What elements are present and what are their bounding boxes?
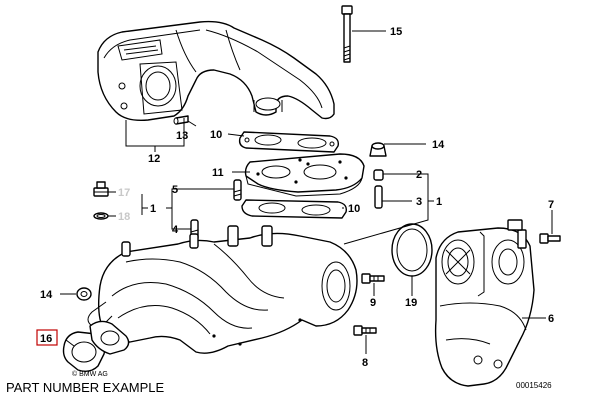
sleeve-upper[interactable] bbox=[373, 169, 384, 181]
stud-5[interactable] bbox=[233, 179, 242, 201]
screw-9[interactable] bbox=[361, 273, 385, 284]
footer-title: PART NUMBER EXAMPLE bbox=[6, 380, 165, 395]
callout-6: 6 bbox=[548, 313, 554, 325]
callout-1-left: 1 bbox=[150, 203, 156, 215]
callout-15: 15 bbox=[390, 26, 402, 38]
dowel-pin[interactable] bbox=[173, 115, 189, 125]
callout-17: 17 bbox=[118, 187, 130, 199]
callout-12: 12 bbox=[148, 153, 160, 165]
leader-lines bbox=[60, 30, 553, 354]
callout-9: 9 bbox=[370, 297, 376, 309]
grommet-lower[interactable] bbox=[76, 287, 92, 301]
copyright-mark: © BMW AG bbox=[72, 370, 108, 378]
lower-intake-manifold[interactable] bbox=[87, 225, 358, 354]
callout-4: 4 bbox=[172, 224, 179, 236]
callout-16: 16 bbox=[40, 333, 52, 345]
sealing-ring[interactable] bbox=[93, 212, 109, 220]
upper-gasket[interactable] bbox=[238, 131, 340, 153]
union-fitting[interactable] bbox=[93, 181, 109, 197]
screw-8[interactable] bbox=[353, 325, 377, 336]
manifold-gasket[interactable] bbox=[62, 320, 130, 373]
rubber-grommet[interactable] bbox=[369, 142, 387, 157]
callout-5: 5 bbox=[172, 184, 178, 196]
bolt-7[interactable] bbox=[539, 233, 561, 244]
callout-14-upper: 14 bbox=[432, 139, 445, 151]
callout-13: 13 bbox=[176, 130, 188, 142]
callout-10-upper: 10 bbox=[210, 129, 222, 141]
callout-2: 2 bbox=[416, 169, 422, 181]
long-bolt[interactable] bbox=[341, 5, 353, 63]
callout-18: 18 bbox=[118, 211, 130, 223]
callout-3: 3 bbox=[416, 196, 422, 208]
callouts: 15 13 12 10 14 11 2 3 1 5 1 4 10 17 18 7… bbox=[36, 26, 554, 369]
diagram-code: 00015426 bbox=[516, 381, 552, 390]
callout-19: 19 bbox=[405, 297, 417, 309]
callout-16-box bbox=[36, 329, 58, 346]
callout-7: 7 bbox=[548, 199, 554, 211]
callout-10-lower: 10 bbox=[348, 203, 360, 215]
upper-intake-manifold[interactable] bbox=[97, 20, 335, 122]
stud-pin[interactable] bbox=[374, 185, 383, 209]
o-ring[interactable] bbox=[391, 223, 433, 277]
callout-14-lower: 14 bbox=[40, 289, 53, 301]
adapter-plate[interactable] bbox=[244, 153, 365, 197]
callout-1-right: 1 bbox=[436, 196, 442, 208]
throttle-housing[interactable] bbox=[434, 219, 535, 387]
callout-11: 11 bbox=[212, 167, 224, 179]
lower-gasket[interactable] bbox=[241, 199, 348, 219]
callout-8: 8 bbox=[362, 357, 368, 369]
